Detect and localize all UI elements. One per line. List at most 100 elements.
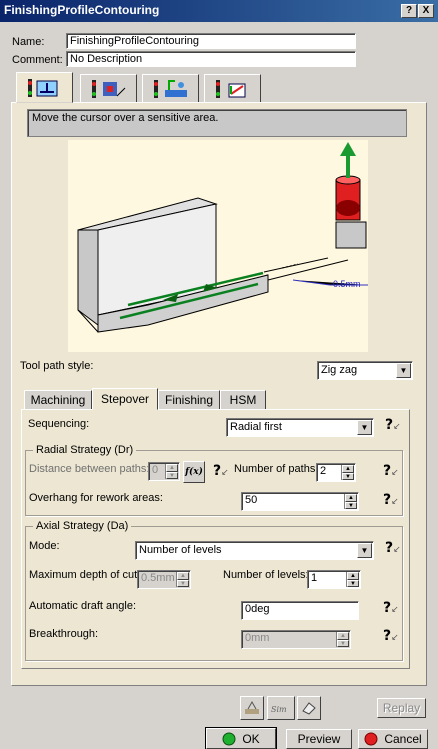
help-icon[interactable]: ?↙ — [213, 463, 229, 479]
help-pointer: ↙ — [393, 422, 401, 432]
help-glyph: ? — [383, 463, 392, 479]
macro-tab-icon — [215, 79, 245, 98]
help-icon[interactable]: ?↙ — [385, 540, 401, 556]
help-pointer: ↙ — [393, 545, 401, 555]
spinner-icon[interactable]: ▲▼ — [336, 632, 349, 647]
analysis-icon-glyph — [302, 702, 316, 715]
overhang-input[interactable]: 50 ▲▼ — [241, 492, 359, 511]
window-title: FinishingProfileContouring — [4, 3, 160, 17]
help-icon[interactable]: ?↙ — [383, 600, 399, 616]
dimension-label: 0.5mm — [333, 279, 361, 289]
spinner-icon[interactable]: ▲▼ — [165, 464, 178, 479]
sequencing-select[interactable]: Radial first ▼ — [226, 418, 374, 437]
axial-strategy-title: Axial Strategy (Da) — [33, 520, 132, 532]
help-glyph: ? — [383, 492, 392, 508]
ok-label: OK — [242, 731, 260, 746]
help-icon[interactable]: ?↙ — [383, 628, 399, 644]
max-depth-value: 0.5mm — [141, 572, 175, 584]
tab-stepover[interactable]: Stepover — [92, 388, 158, 410]
axial-strategy-group — [25, 526, 403, 661]
tool-path-style-label: Tool path style: — [20, 360, 94, 372]
analysis-icon[interactable] — [297, 696, 321, 720]
mode-label: Mode: — [29, 540, 60, 552]
cancel-icon — [364, 732, 378, 746]
help-glyph: ? — [383, 600, 392, 616]
overhang-value: 50 — [245, 494, 258, 506]
preview-button[interactable]: Preview — [286, 729, 352, 749]
name-label: Name: — [12, 36, 45, 48]
replay-icon — [245, 700, 259, 714]
help-icon[interactable]: ?↙ — [383, 492, 399, 508]
number-of-paths-label: Number of paths: — [234, 463, 319, 475]
tool-tab[interactable] — [80, 74, 137, 103]
dropdown-arrow-icon: ▼ — [357, 543, 372, 558]
help-icon[interactable]: ?↙ — [383, 463, 399, 479]
breakthrough-value: 0mm — [245, 632, 270, 644]
breakthrough-input[interactable]: 0mm ▲▼ — [241, 630, 351, 649]
help-pointer: ↙ — [391, 497, 399, 507]
part-illustration — [77, 142, 368, 333]
help-pointer: ↙ — [221, 468, 229, 478]
overhang-label: Overhang for rework areas: — [29, 492, 163, 504]
dropdown-arrow-icon: ▼ — [396, 363, 411, 378]
feeds-speeds-tab[interactable] — [142, 74, 199, 103]
breakthrough-label: Breakthrough: — [29, 628, 99, 640]
number-of-levels-label: Number of levels: — [223, 569, 309, 581]
cancel-label: Cancel — [384, 732, 422, 746]
sequencing-label: Sequencing: — [28, 418, 90, 430]
spinner-icon[interactable]: ▲▼ — [344, 494, 357, 509]
spinner-icon[interactable]: ▲▼ — [176, 572, 189, 587]
mode-select[interactable]: Number of levels ▼ — [135, 541, 374, 560]
help-glyph: ? — [213, 463, 222, 479]
number-of-levels-value: 1 — [311, 572, 318, 584]
tool-path-replay-icon[interactable] — [240, 696, 264, 720]
macro-tab[interactable] — [204, 74, 261, 103]
help-pointer: ↙ — [391, 633, 399, 643]
number-of-levels-input[interactable]: 1 ▲▼ — [307, 570, 361, 589]
close-button[interactable]: X — [418, 4, 434, 18]
ok-button[interactable]: OK — [205, 727, 277, 749]
help-glyph: ? — [385, 540, 394, 556]
help-pointer: ↙ — [391, 605, 399, 615]
radial-strategy-group — [25, 450, 403, 516]
tab-hsm[interactable]: HSM — [220, 390, 266, 410]
sequencing-value: Radial first — [230, 421, 282, 433]
comment-label: Comment: — [12, 54, 63, 66]
distance-between-paths-label: Distance between paths: — [29, 463, 150, 475]
spinner-icon[interactable]: ▲▼ — [346, 572, 359, 587]
feeds-speeds-tab-icon — [153, 79, 187, 98]
replay-button[interactable]: Replay — [377, 698, 426, 718]
formula-button[interactable]: f(x) — [183, 461, 205, 483]
help-pointer: ↙ — [391, 468, 399, 478]
tab-finishing[interactable]: Finishing — [158, 390, 220, 410]
help-title-button[interactable]: ? — [401, 4, 417, 18]
distance-value: 0 — [152, 464, 159, 476]
tool-path-style-value: Zig zag — [321, 364, 358, 376]
tab-machining[interactable]: Machining — [24, 390, 92, 410]
max-depth-input[interactable]: 0.5mm ▲▼ — [137, 570, 191, 589]
distance-between-paths-input[interactable]: 0 ▲▼ — [148, 462, 180, 481]
ok-icon — [222, 732, 236, 745]
spinner-icon[interactable]: ▲▼ — [341, 465, 354, 480]
comment-input[interactable]: No Description — [66, 51, 356, 67]
help-icon[interactable]: ?↙ — [385, 417, 401, 433]
help-glyph: ? — [385, 417, 394, 433]
help-glyph: ? — [383, 628, 392, 644]
draft-angle-input[interactable]: 0deg — [241, 601, 359, 620]
svg-text:Sim: Sim — [271, 705, 287, 714]
simulation-icon: Sim — [271, 705, 287, 714]
tool-tab-icon — [91, 79, 125, 98]
number-of-paths-value: 2 — [320, 465, 327, 477]
tool-path-style-select[interactable]: Zig zag ▼ — [317, 361, 413, 380]
title-bar: FinishingProfileContouring — [0, 0, 438, 22]
number-of-paths-input[interactable]: 2 ▲▼ — [316, 463, 356, 482]
name-input[interactable]: FinishingProfileContouring — [66, 33, 356, 49]
tool-path-diagram[interactable]: 0.5mm — [68, 140, 368, 352]
graphic-simulation-icon[interactable]: Sim — [267, 696, 295, 720]
draft-angle-value: 0deg — [245, 603, 270, 615]
radial-strategy-title: Radial Strategy (Dr) — [33, 444, 137, 456]
message-bar: Move the cursor over a sensitive area. — [27, 109, 407, 137]
cancel-button[interactable]: Cancel — [358, 729, 428, 749]
dropdown-arrow-icon: ▼ — [357, 420, 372, 435]
geometry-tab[interactable] — [16, 72, 73, 103]
